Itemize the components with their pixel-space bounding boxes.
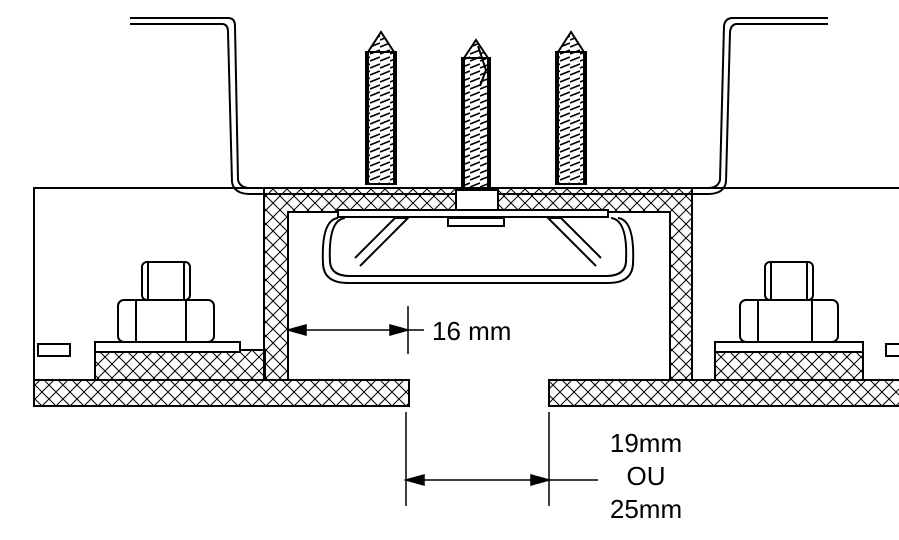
dimension-16mm <box>285 306 424 354</box>
bolt-left <box>117 261 215 343</box>
screw-center <box>461 38 491 201</box>
dimension-slot-label: 19mm OU 25mm <box>600 430 692 529</box>
slot-or-label: OU <box>626 461 666 491</box>
bolt-right <box>739 261 839 343</box>
dimension-16mm-label: 16 mm <box>432 316 512 346</box>
ledge-right <box>714 349 864 381</box>
slot-option-b-label: 25mm <box>609 494 683 524</box>
dimension-slot <box>403 412 598 506</box>
base-plate-right <box>548 379 899 407</box>
screw-left <box>365 30 397 185</box>
slot-option-a-label: 19mm <box>609 428 683 458</box>
screw-right <box>555 30 587 185</box>
ledge-left <box>94 349 266 381</box>
spring-clip <box>321 217 635 284</box>
base-plate-left <box>33 379 410 407</box>
